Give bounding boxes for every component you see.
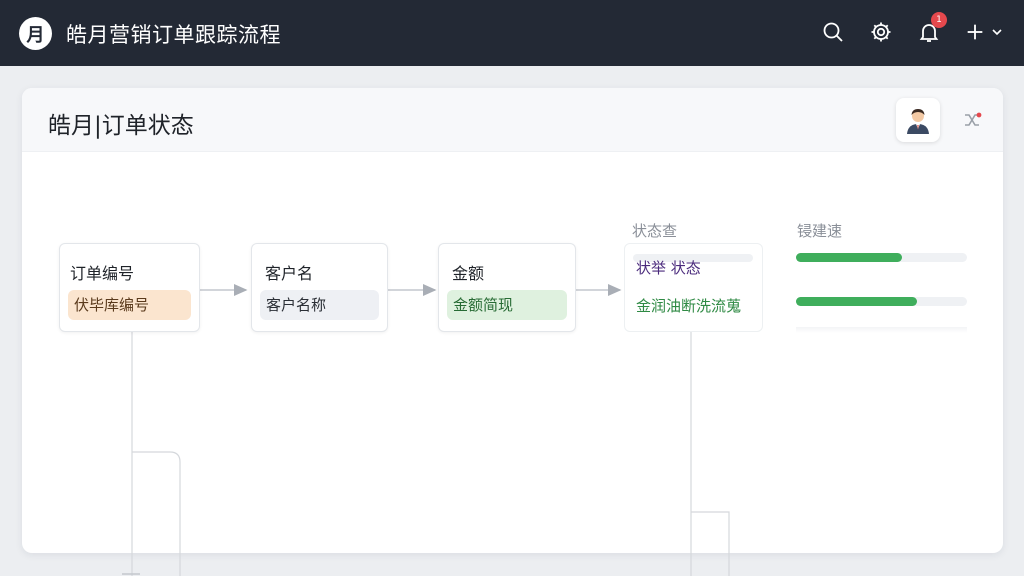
status-node[interactable]	[624, 243, 763, 332]
progress-track	[796, 297, 967, 306]
flow-node-order-id[interactable]: 订单编号 伏毕库编号	[59, 243, 200, 332]
card-title: 皓月|订单状态	[48, 113, 194, 139]
card-header: 皓月|订单状态	[22, 88, 1003, 152]
node-label: 客户名	[265, 264, 314, 283]
progress-bar	[796, 297, 918, 306]
progress-track	[796, 253, 967, 262]
bell-icon[interactable]	[915, 18, 943, 46]
node-label: 订单编号	[70, 264, 135, 283]
status-sub-text: 金润油断洗流蒐	[636, 297, 742, 315]
progress-header: 锓建速	[797, 222, 843, 240]
search-icon[interactable]	[819, 18, 847, 46]
progress-divider	[796, 327, 967, 333]
gear-icon[interactable]	[867, 18, 895, 46]
app-title: 皓月营销订单跟踪流程	[66, 23, 281, 47]
flow-node-amount[interactable]: 金额 金额简现	[438, 243, 576, 332]
status-header: 状态查	[632, 222, 678, 240]
share-icon[interactable]	[960, 108, 984, 132]
avatar[interactable]	[896, 98, 940, 142]
progress-bar	[796, 253, 903, 262]
notification-badge: 1	[931, 12, 947, 28]
plus-icon[interactable]	[961, 18, 989, 46]
node-value: 金额简现	[447, 290, 567, 320]
node-label: 金额	[452, 264, 485, 283]
status-track	[633, 254, 753, 262]
chevron-down-icon[interactable]	[988, 18, 1006, 46]
top-bar: 月 皓月营销订单跟踪流程 1	[0, 0, 1024, 66]
node-value: 伏毕库编号	[68, 290, 191, 320]
app-logo[interactable]: 月	[19, 17, 52, 50]
node-value: 客户名称	[260, 290, 379, 320]
flow-node-customer[interactable]: 客户名 客户名称	[251, 243, 388, 332]
status-main-text: 状举 状态	[636, 259, 701, 277]
